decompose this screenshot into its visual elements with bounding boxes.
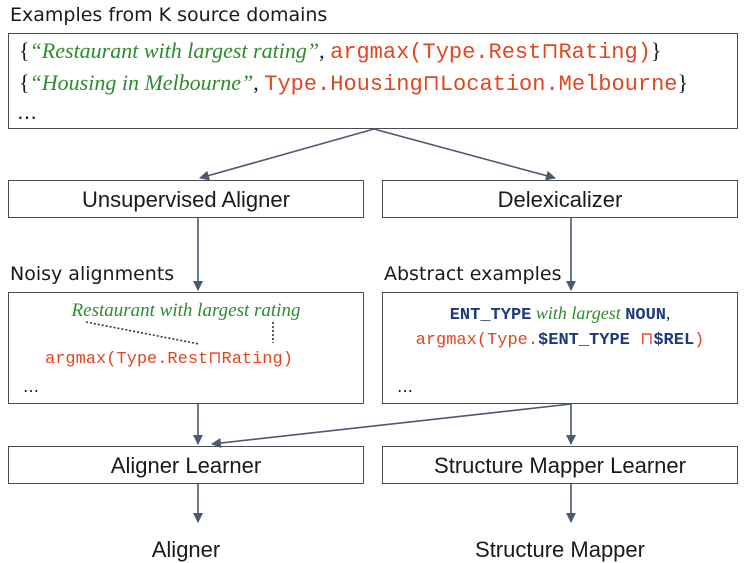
abstract-examples-label: Abstract examples — [384, 263, 562, 285]
source-examples-box: {“Restaurant with largest rating”, argma… — [8, 33, 738, 129]
logic-suffix: ) — [694, 331, 705, 350]
abstract-logical-form: argmax(Type.$ENT_TYPE ⊓$REL) — [383, 329, 737, 350]
source-example-1: {“Restaurant with largest rating”, argma… — [19, 38, 661, 65]
brace-close: } — [677, 70, 689, 95]
brace-open: { — [19, 38, 30, 63]
alignment-logical-form: argmax(Type.Rest⊓Rating) — [45, 350, 293, 369]
noisy-alignments-box: Restaurant with largest rating argmax(Ty… — [8, 292, 364, 404]
ent-type-placeholder: ENT_TYPE — [449, 306, 532, 325]
edge-source-to-unsupervised-aligner — [199, 128, 375, 181]
abstract-utterance: ENT_TYPE with largest NOUN, — [383, 303, 737, 325]
edge-abstract-examples-to-aligner-learner — [211, 403, 572, 448]
noisy-alignments-label: Noisy alignments — [10, 263, 175, 285]
alignment-ellipsis: … — [23, 377, 39, 396]
noun-placeholder: NOUN — [625, 306, 667, 325]
node-label: Aligner Learner — [110, 453, 262, 478]
abstract-phrase-words: with largest — [531, 303, 626, 323]
alignment-link-restaurant — [85, 321, 200, 345]
structure-mapper-learner-node: Structure Mapper Learner — [382, 446, 738, 484]
delexicalizer-node: Delexicalizer — [382, 180, 738, 218]
rel-placeholder: $REL — [653, 331, 695, 350]
aligner-learner-node: Aligner Learner — [8, 446, 364, 484]
brace-open: { — [19, 70, 30, 95]
unsupervised-aligner-node: Unsupervised Aligner — [8, 180, 364, 218]
node-label: Unsupervised Aligner — [82, 187, 290, 212]
source-example-2: {“Housing in Melbourne”, Type.Housing⊓Lo… — [19, 70, 688, 97]
abstract-ellipsis: … — [397, 377, 413, 396]
logic-operator: ⊓ — [629, 331, 654, 350]
edge-source-to-delexicalizer — [373, 128, 556, 181]
abstract-examples-box: ENT_TYPE with largest NOUN, argmax(Type.… — [382, 292, 738, 404]
comma: , — [666, 304, 671, 323]
separator: , — [253, 70, 265, 95]
node-label: Delexicalizer — [497, 187, 623, 212]
node-label: Structure Mapper Learner — [434, 453, 686, 478]
brace-close: } — [650, 38, 662, 63]
alignment-phrase: Restaurant with largest rating — [71, 300, 301, 321]
example-phrase: “Housing in Melbourne” — [29, 70, 254, 95]
example-logical-form: argmax(Type.Rest⊓Rating) — [330, 40, 651, 65]
diagram-edges — [85, 128, 576, 523]
logic-prefix: argmax(Type. — [415, 331, 539, 350]
source-ellipsis: … — [17, 100, 37, 124]
diagram-title: Examples from K source domains — [10, 4, 328, 26]
separator: , — [319, 38, 331, 63]
example-phrase: “Restaurant with largest rating” — [29, 38, 320, 63]
example-logical-form: Type.Housing⊓Location.Melbourne — [264, 72, 678, 97]
ent-type-placeholder: $ENT_TYPE — [538, 331, 630, 350]
